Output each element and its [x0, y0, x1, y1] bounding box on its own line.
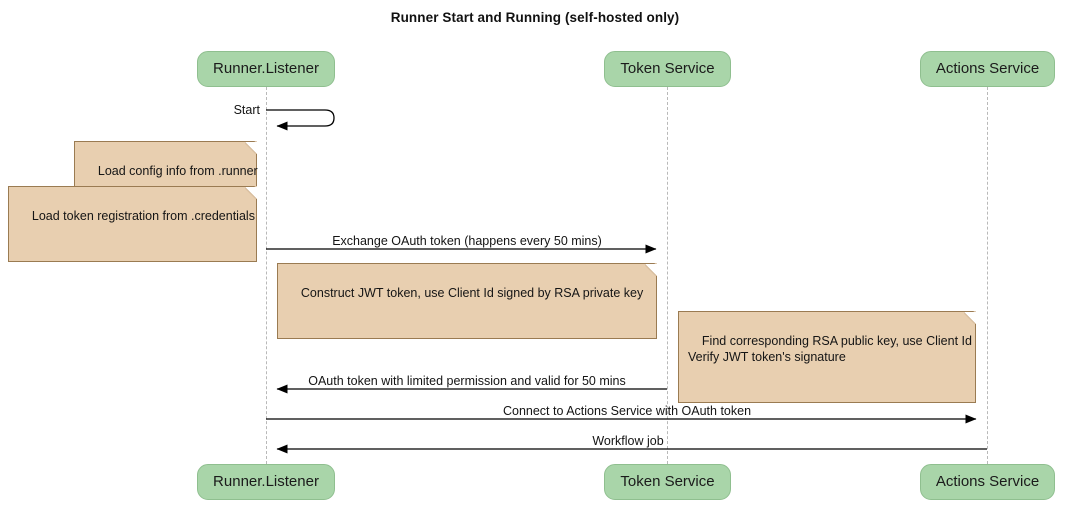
- note-text: Find corresponding RSA public key, use C…: [688, 334, 972, 364]
- participant-bottom-runner-listener[interactable]: Runner.Listener: [197, 464, 335, 500]
- message-label-connect-actions-service: Connect to Actions Service with OAuth to…: [502, 404, 752, 418]
- note-load-token-registration: Load token registration from .credential…: [8, 186, 257, 262]
- participant-label: Actions Service: [935, 60, 1040, 77]
- note-text: Load config info from .runner: [97, 164, 258, 178]
- lifeline-actions-service: [987, 87, 988, 464]
- participant-bottom-actions-service[interactable]: Actions Service: [920, 464, 1055, 500]
- participant-bottom-token-service[interactable]: Token Service: [604, 464, 731, 500]
- participant-label: Token Service: [620, 473, 715, 490]
- note-text: Construct JWT token, use Client Id signe…: [300, 286, 644, 300]
- participant-label: Token Service: [620, 60, 715, 77]
- participant-top-runner-listener[interactable]: Runner.Listener: [197, 51, 335, 87]
- participant-top-token-service[interactable]: Token Service: [604, 51, 731, 87]
- message-label-oauth-token-returned: OAuth token with limited permission and …: [308, 374, 626, 388]
- message-label-start: Start: [233, 103, 260, 117]
- note-construct-jwt: Construct JWT token, use Client Id signe…: [277, 263, 657, 339]
- participant-label: Actions Service: [935, 473, 1040, 490]
- lifeline-token-service: [667, 87, 668, 464]
- message-label-exchange-oauth-token: Exchange OAuth token (happens every 50 m…: [332, 234, 602, 248]
- lifeline-runner-listener: [266, 87, 267, 464]
- participant-top-actions-service[interactable]: Actions Service: [920, 51, 1055, 87]
- note-verify-jwt: Find corresponding RSA public key, use C…: [678, 311, 976, 403]
- note-text: Load token registration from .credential…: [31, 209, 255, 223]
- participant-label: Runner.Listener: [213, 473, 319, 490]
- message-label-workflow-job: Workflow job: [592, 434, 664, 448]
- page-title: Runner Start and Running (self-hosted on…: [390, 10, 680, 25]
- participant-label: Runner.Listener: [213, 60, 319, 77]
- message-start[interactable]: [266, 109, 335, 131]
